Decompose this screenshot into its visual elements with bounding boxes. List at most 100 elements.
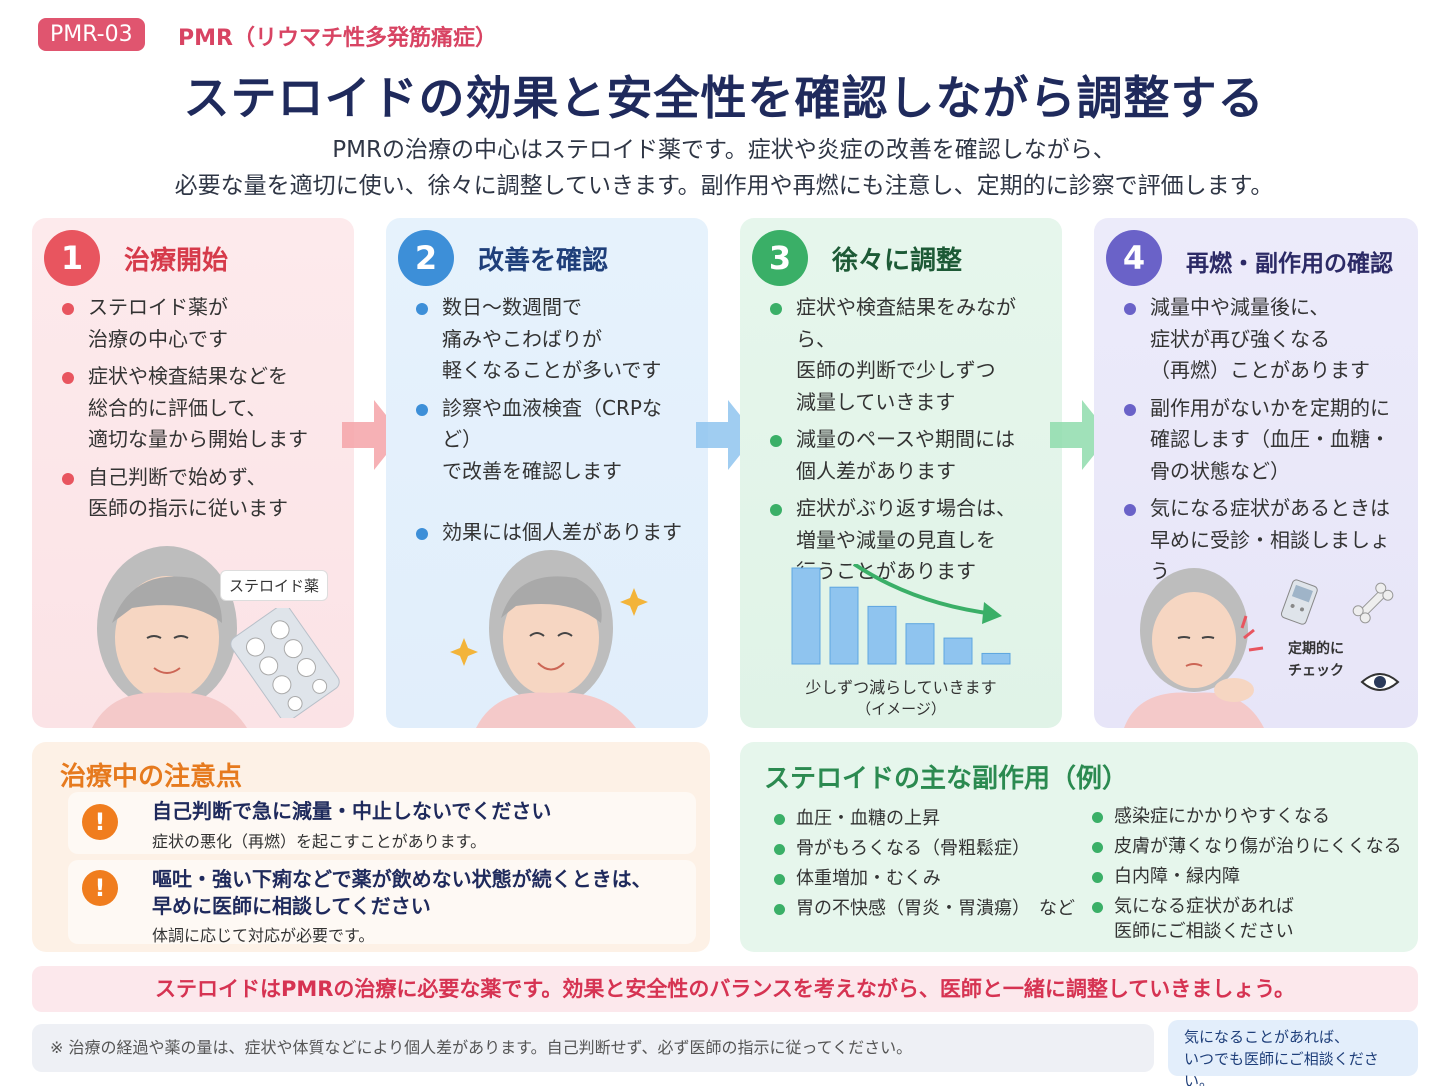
dose-taper-chart [791,564,1011,665]
line: 減量中や減量後に、 [1150,295,1330,319]
list-item: ステロイド薬が治療の中心です [62,292,344,355]
side-effects-list-left: 血圧・血糖の上昇 骨がもろくなる（骨粗鬆症） 体重増加・むくみ 胃の不快感（胃炎… [774,806,1075,926]
line: 医師にご相談ください [1114,921,1294,942]
line: で改善を確認します [442,458,622,483]
list-item: 症状や検査結果などを総合的に評価して、適切な量から開始します [62,361,344,456]
side-effects-panel: ステロイドの主な副作用（例） 血圧・血糖の上昇 骨がもろくなる（骨粗鬆症） 体重… [740,742,1418,952]
step-title: 治療開始 [124,246,229,276]
list-item: 血圧・血糖の上昇 [774,806,1075,831]
step-number: 3 [752,230,808,286]
line: 医師の指示に従います [88,496,288,520]
caution-item-sub: 症状の悪化（再燃）を起こすことがあります。 [152,832,487,851]
line: 症状がぶり返す場合は、 [796,496,1016,520]
line: 軽くなることが多いです [442,358,662,382]
shoulder-pain-patient-illustration [1124,568,1264,728]
eye-icon [1360,673,1400,691]
caution-item: ! 嘔吐・強い下痢などで薬が飲めない状態が続くときは、 早めに医師に相談してくだ… [68,860,696,945]
caution-panel: 治療中の注意点 ! 自己判断で急に減量・中止しないでください 症状の悪化（再燃）… [32,742,710,952]
step-list: 減量中や減量後に、症状が再び強くなる （再燃）ことがあります 副作用がないかを定期… [1124,292,1408,594]
caution-title: 治療中の注意点 [60,762,243,792]
exclamation-icon: ! [82,804,118,840]
list-item: 皮膚が薄くなり傷が治りにくくなる [1092,834,1402,859]
footnote: ※ 治療の経過や薬の量は、症状や体質などにより個人差があります。自己判断せず、必… [32,1024,1154,1072]
line: 個人差があります [796,458,956,483]
pill-pack-icon [230,608,340,718]
line: 減量していきます [796,389,956,414]
list-item: 数日〜数週間で痛みやこわばりが軽くなることが多いです [416,292,698,387]
lead-text-line2: 必要な量を適切に使い、徐々に調整していきます。副作用や再燃にも注意し、定期的に診… [174,173,1274,199]
step-card-4: 4 再燃・副作用の確認 減量中や減量後に、症状が再び強くなる （再燃）ことがありま… [1094,218,1418,728]
page-title: ステロイドの効果と安全性を確認しながら調整する [183,71,1265,125]
list-item: 骨がもろくなる（骨粗鬆症） [774,836,1075,861]
list-item: 診察や血液検査（CRPなど） で改善を確認します [416,393,698,488]
line: 皮膚が薄くなり傷が治りにくくなる [1114,836,1402,857]
step-list: ステロイド薬が治療の中心です 症状や検査結果などを総合的に評価して、適切な量から… [62,292,344,531]
caution-item-title: 自己判断で急に減量・中止しないでください [152,799,552,823]
line: 症状や検査結果などを [88,364,288,388]
line: 効果には個人差があります [442,520,682,544]
step-number: 4 [1106,230,1162,286]
line: 確認します（血圧・血糖・ [1150,427,1390,451]
trend-arrow-head-icon [982,602,1002,624]
step-title: 徐々に調整 [832,246,963,276]
step-card-3: 3 徐々に調整 症状や検査結果をみながら、医師の判断で少しずつ減量していきます … [740,218,1062,728]
side-effects-title: ステロイドの主な副作用（例） [764,764,1129,794]
chart-caption: 少しずつ減らしていきます [805,678,997,697]
list-item: 気になる症状があれば医師にご相談ください [1092,894,1402,944]
caution-item-title: 嘔吐・強い下痢などで薬が飲めない状態が続くときは、 早めに医師に相談してください [152,866,652,920]
line: 治療の中心です [88,326,228,351]
line: 白内障・緑内障 [1114,866,1240,887]
step-list: 症状や検査結果をみながら、医師の判断で少しずつ減量していきます 減量のペースや期… [770,292,1052,594]
check-label-line2: チェック [1288,663,1344,679]
trend-arrow-line [852,564,995,616]
check-label: 定期的に チェック [1288,638,1344,682]
line: 総合的に評価して、 [88,395,267,420]
line: ステロイド薬が [88,295,228,319]
list-item: 効果には個人差があります [416,517,698,549]
page-subtitle: PMR（リウマチ性多発筋痛症） [178,26,497,51]
line: 気になることがあれば、 [1184,1028,1350,1046]
list-item: 気になる症状があるときは早めに受診・相談しましょう [1124,493,1408,588]
list-item: 副作用がないかを定期的に確認します（血圧・血糖・骨の状態など） [1124,393,1408,488]
line: 医師の判断で少しずつ [796,358,996,382]
line: 気になる症状があるときは [1150,496,1390,520]
line: 痛みやこわばりが [442,326,602,351]
line: 嘔吐・強い下痢などで薬が飲めない状態が続くときは、 [152,867,652,891]
step-card-2: 2 改善を確認 数日〜数週間で痛みやこわばりが軽くなることが多いです 診察や血液… [386,218,708,728]
line: 感染症にかかりやすくなる [1114,806,1330,827]
step-card-1: 1 治療開始 ステロイド薬が治療の中心です 症状や検査結果などを総合的に評価して… [32,218,354,728]
line: 自己判断で始めず、 [88,464,267,489]
bone-icon [1352,582,1394,624]
step-title: 改善を確認 [478,246,609,276]
taper-bar [905,623,935,665]
list-item: 症状がぶり返す場合は、増量や減量の見直しを行うことがあります [770,493,1052,588]
line: 早めに医師に相談してください [152,894,431,918]
list-item: 減量のペースや期間には個人差があります [770,424,1052,487]
line: いつでも医師にご相談ください。 [1184,1050,1379,1086]
list-item: 減量中や減量後に、症状が再び強くなる （再燃）ことがあります [1124,292,1408,387]
list-item: 症状や検査結果をみながら、医師の判断で少しずつ減量していきます [770,292,1052,418]
line: （再燃）ことがあります [1150,358,1370,382]
step-list: 数日〜数週間で痛みやこわばりが軽くなることが多いです 診察や血液検査（CRPなど… [416,292,698,555]
list-item: 自己判断で始めず、医師の指示に従います [62,462,344,525]
taper-bar [981,652,1011,665]
step-title: 再燃・副作用の確認 [1186,251,1393,277]
line: 症状が再び強くなる [1150,326,1330,351]
line: 症状や検査結果をみながら、 [796,295,1016,351]
smiling-patient-illustration [450,550,648,728]
side-effects-list-right: 感染症にかかりやすくなる 皮膚が薄くなり傷が治りにくくなる 白内障・緑内障 気に… [1092,804,1402,949]
step-number: 2 [398,230,454,286]
line: 診察や血液検査（CRPなど） [442,395,662,452]
list-item: 胃の不快感（胃炎・胃潰瘍） など [774,896,1075,921]
steroid-label: ステロイド薬 [220,570,329,601]
exclamation-icon: ! [82,870,118,906]
taper-bar [791,567,821,665]
key-message-banner: ステロイドはPMRの治療に必要な薬です。効果と安全性のバランスを考えながら、医師… [32,966,1418,1012]
line: 減量のペースや期間には [796,427,1015,451]
consult-note: 気になることがあれば、 いつでも医師にご相談ください。 [1168,1020,1418,1086]
caution-item: ! 自己判断で急に減量・中止しないでください 症状の悪化（再燃）を起こすことがあ… [68,792,696,854]
chart-caption-note: （イメージ） [856,700,946,718]
step-number: 1 [44,230,100,286]
list-item: 感染症にかかりやすくなる [1092,804,1402,829]
taper-bar [867,605,897,665]
